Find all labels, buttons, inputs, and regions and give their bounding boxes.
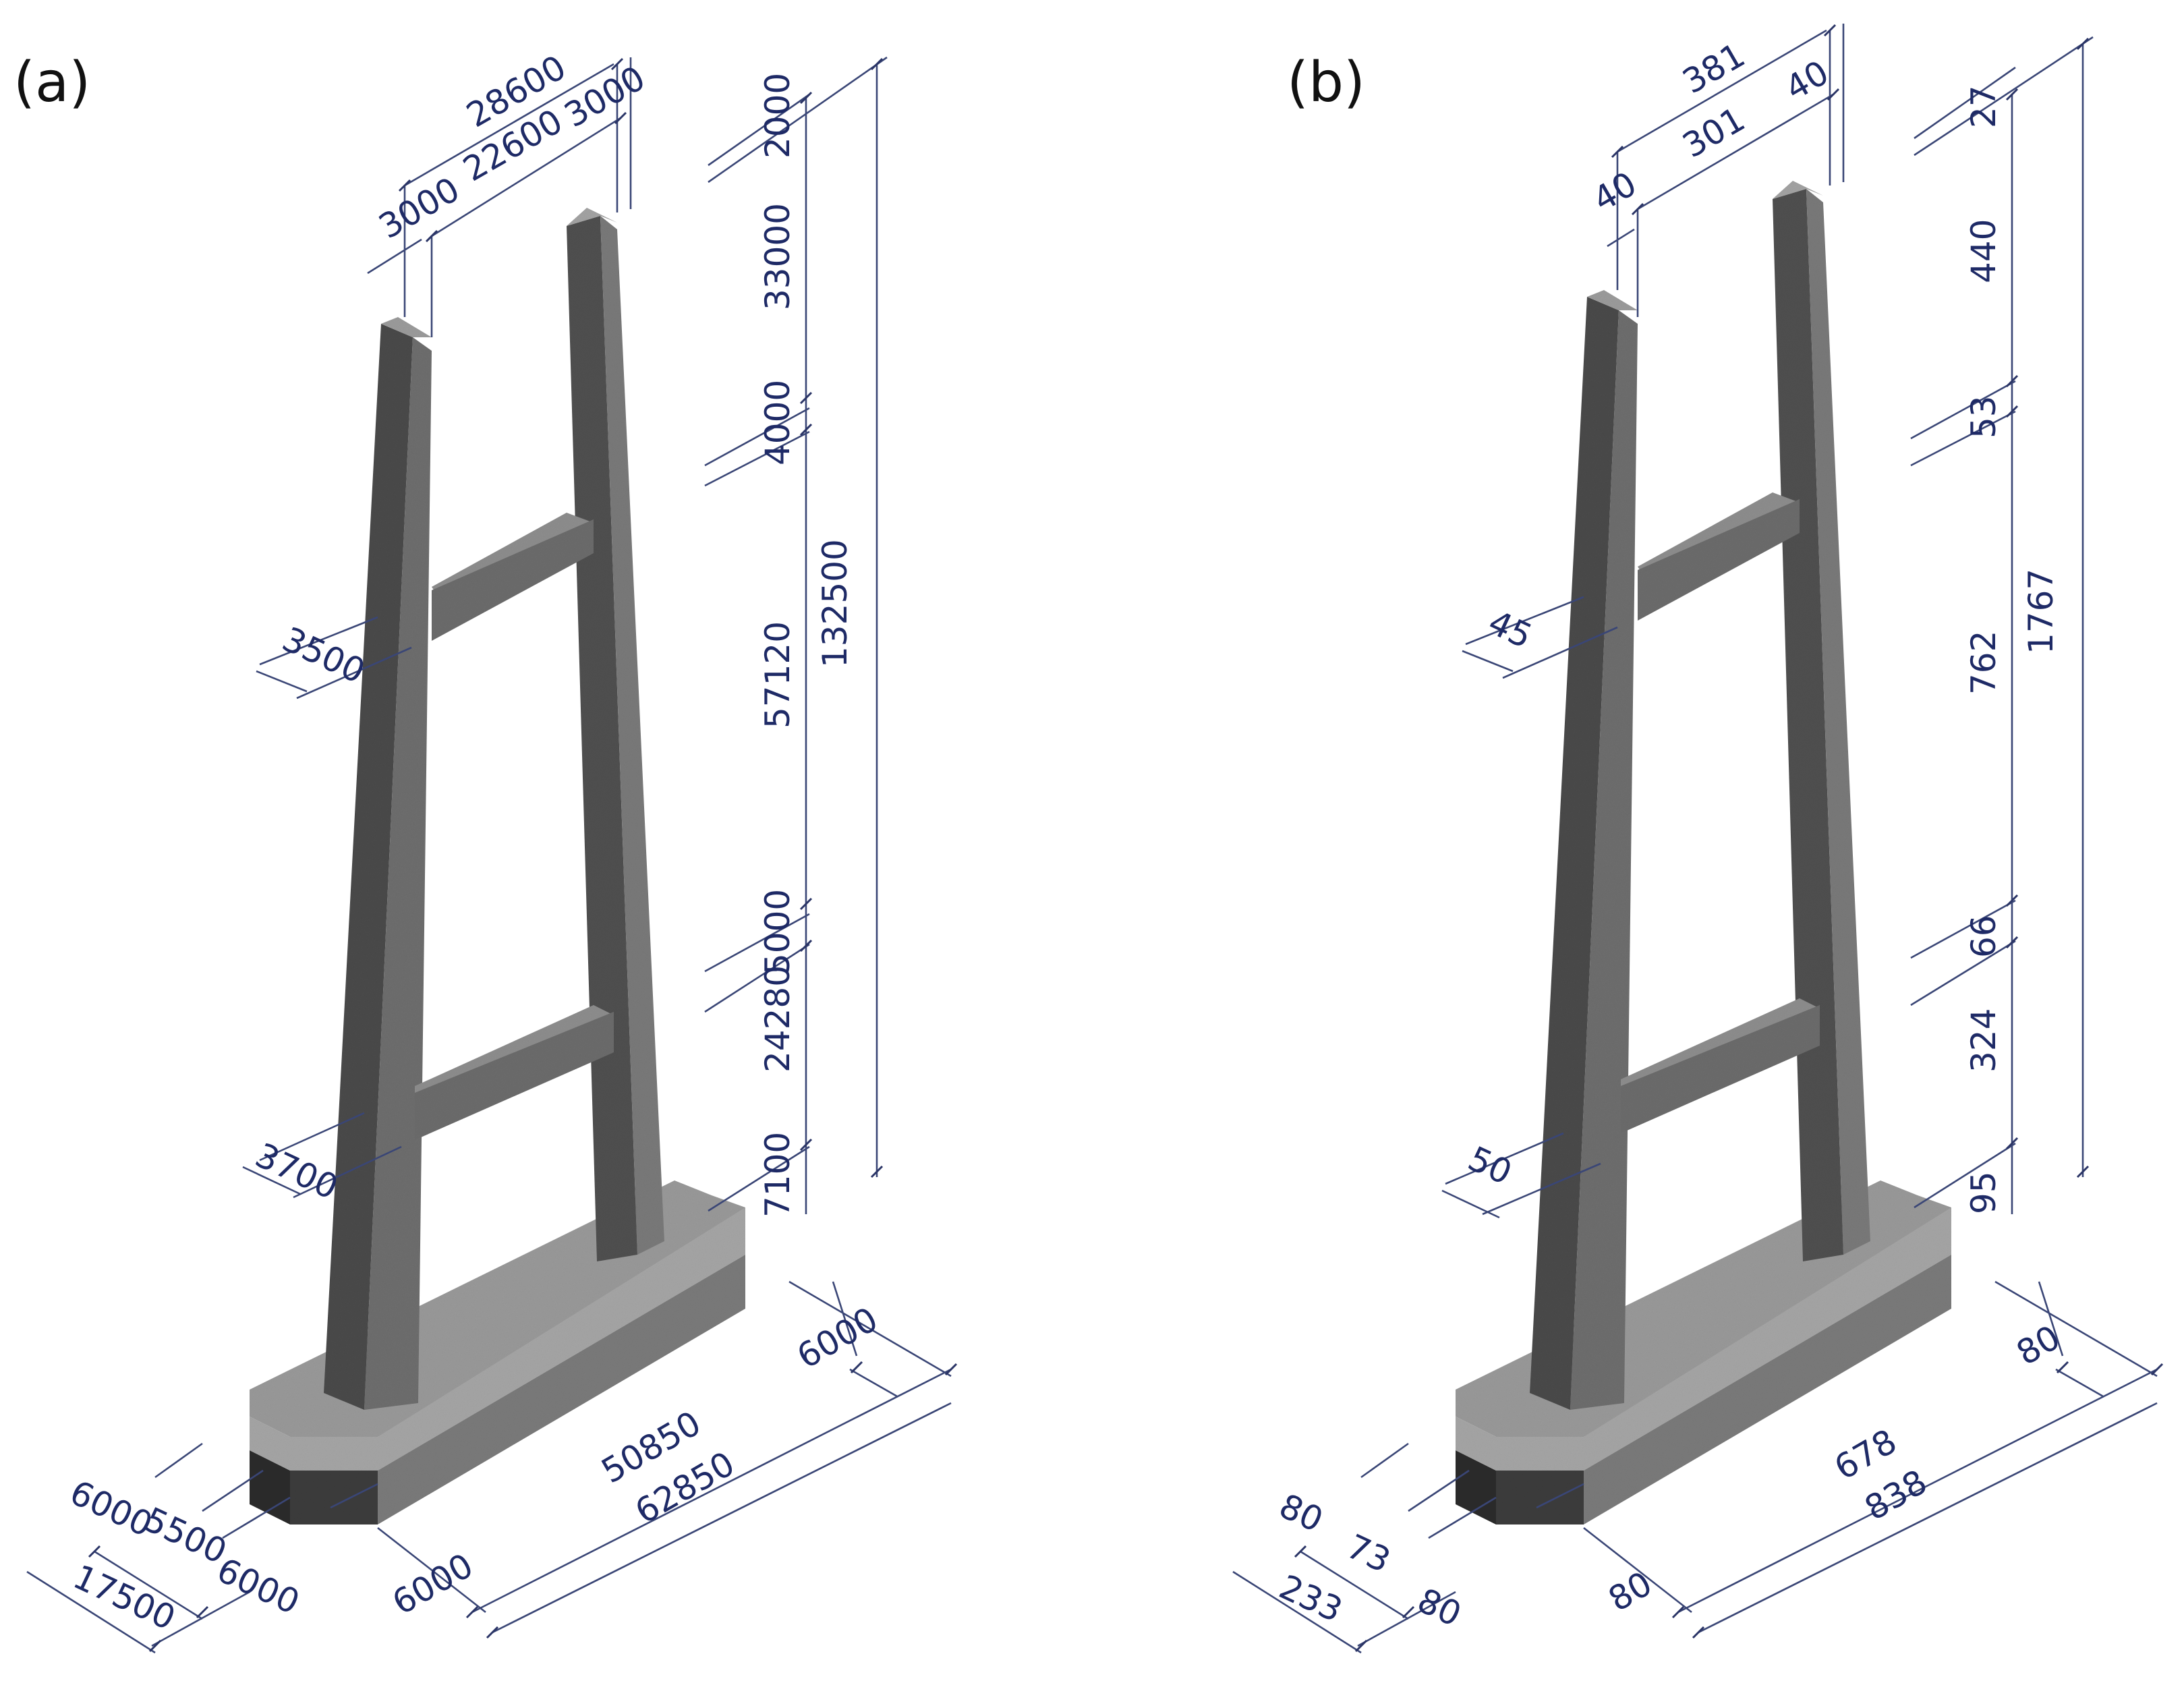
panel-b-label: (b)	[1287, 51, 1365, 115]
panel-b-right-column-cap	[1773, 181, 1823, 199]
panel-b-dimension-lines	[1232, 24, 2164, 1654]
panel-b-base-top-edge	[1456, 1207, 1951, 1471]
panel-b-right-column-front	[1773, 189, 1843, 1261]
panel-b-dim-base-side: 80	[2010, 1317, 2067, 1373]
panel-a-base-front-end	[250, 1450, 290, 1525]
panel-a-dim-beam-upper: 3500	[277, 619, 371, 691]
panel-b-dim-h-upper-col: 440	[1964, 219, 2003, 283]
panel-b-lower-beam-front	[1621, 1005, 1820, 1133]
panel-b-dim-base-lines	[1583, 1280, 2158, 1634]
panel-a-dim-base-end: 6000	[386, 1546, 480, 1623]
panel-b-dim-width-a: 80	[1273, 1486, 1329, 1539]
panel-a-dim-base-lines	[377, 1280, 952, 1634]
panel-a-dimension-lines	[26, 56, 958, 1654]
panel-a-dim-top-lines	[367, 57, 632, 337]
panel-b-dim-width-lines	[1232, 1442, 1584, 1654]
panel-b-beams	[1621, 492, 1820, 1133]
panel-b-dim-beam-lower: 50	[1462, 1139, 1518, 1192]
panel-b-base	[1456, 1180, 1951, 1525]
panel-b-dim-beam-lines	[1441, 596, 1618, 1219]
panel-a-lower-beam-front	[415, 1012, 614, 1140]
panel-a-dim-h-total: 132500	[815, 539, 855, 668]
panel-b-left-column-side	[1570, 310, 1638, 1410]
panel-a-beams	[415, 513, 614, 1140]
panel-b-right-column-side	[1806, 189, 1870, 1255]
panel-b-base-front-end	[1456, 1450, 1496, 1525]
panel-b-dim-h-lower-col: 324	[1964, 1008, 2003, 1073]
panel-b-dim-beam-upper: 45	[1483, 602, 1538, 656]
panel-b-left-column-cap	[1587, 290, 1638, 310]
panel-a-upper-beam-front	[432, 519, 594, 641]
panel-b-base-front-chamfer	[1496, 1471, 1584, 1525]
panel-b-dim-width-ticks	[1294, 1545, 1415, 1653]
panel-b-dim-top-total: 381	[1676, 35, 1752, 101]
panel-b-dim-width-b: 73	[1341, 1527, 1396, 1580]
panel-b-dim-h-upper-beam: 53	[1964, 395, 2003, 438]
panel-a-base-front-chamfer	[290, 1471, 378, 1525]
panel-b: (b)	[1232, 24, 2164, 1654]
panel-b-dim-h-tip: 27	[1964, 85, 2003, 128]
panel-b-dim-h-mid-col: 762	[1964, 631, 2003, 695]
panel-a-dim-h-mid-col: 57120	[758, 621, 797, 729]
panel-a-left-column-side	[364, 337, 432, 1410]
panel-b-dim-height-ticks	[2005, 37, 2090, 1178]
panel-a-dim-h-upper-col: 33000	[758, 203, 797, 310]
panel-b-upper-beam-front	[1638, 499, 1800, 621]
panel-b-dim-top-ticks	[1611, 24, 1840, 216]
panel-b-dim-h-total: 1767	[2021, 569, 2061, 654]
panel-b-dim-height-lines	[1910, 36, 2094, 1214]
panel-a-dim-height-ticks	[799, 57, 884, 1178]
panel-a-dim-width-c: 6000	[211, 1550, 306, 1622]
panel-b-left-column-front	[1530, 297, 1619, 1410]
panel-a-dim-h-lower-col: 24280	[758, 965, 797, 1073]
panel-b-dim-top-right: 40	[1779, 53, 1835, 108]
panel-a-dim-beam-lines	[242, 616, 412, 1199]
panel-a-left-column-cap	[381, 317, 432, 337]
panel-a-right-column-side	[600, 216, 664, 1255]
panel-b-dim-width-c: 80	[1412, 1580, 1467, 1634]
panel-b-dim-h-base: 95	[1964, 1171, 2003, 1214]
panel-a-dim-h-lower-beam: 5000	[758, 889, 797, 975]
panel-b-dim-top-lines	[1607, 24, 1845, 317]
panel-a-dim-width-ticks	[88, 1545, 209, 1653]
panel-b-base-long-side	[1584, 1255, 1951, 1525]
panel-b-columns	[1530, 181, 1870, 1410]
panel-a-dim-h-tip: 2000	[758, 73, 797, 159]
panel-a-dim-width-lines	[26, 1442, 378, 1654]
panel-a-base-top-edge	[250, 1207, 745, 1471]
panel-b-dim-base-end: 80	[1602, 1564, 1659, 1619]
panel-a-dim-height-lines	[704, 56, 888, 1214]
panel-a-right-column-front	[567, 216, 637, 1261]
panel-a-dim-base-side: 6000	[791, 1300, 884, 1377]
panel-a-columns	[324, 208, 664, 1410]
panel-a-dim-h-upper-beam: 4000	[758, 380, 797, 465]
panel-a-base-long-side	[378, 1255, 745, 1525]
panel-b-dim-base-ticks	[1671, 1361, 2164, 1639]
panel-a-dim-top-left: 3000	[372, 170, 466, 247]
panel-a-dim-top-ticks	[398, 57, 627, 243]
panel-b-dim-h-lower-beam: 66	[1964, 915, 2003, 958]
panel-a: (a)	[13, 48, 958, 1654]
panel-a-dim-h-base: 7100	[758, 1132, 797, 1218]
panel-a-dim-width-b: 5500	[138, 1500, 233, 1571]
panel-a-right-column-cap	[567, 208, 617, 226]
panel-a-dim-base-ticks	[465, 1361, 958, 1639]
panel-a-label: (a)	[13, 51, 90, 115]
panel-a-left-column-front	[324, 324, 413, 1410]
panel-b-dim-top-gap: 301	[1676, 99, 1752, 165]
